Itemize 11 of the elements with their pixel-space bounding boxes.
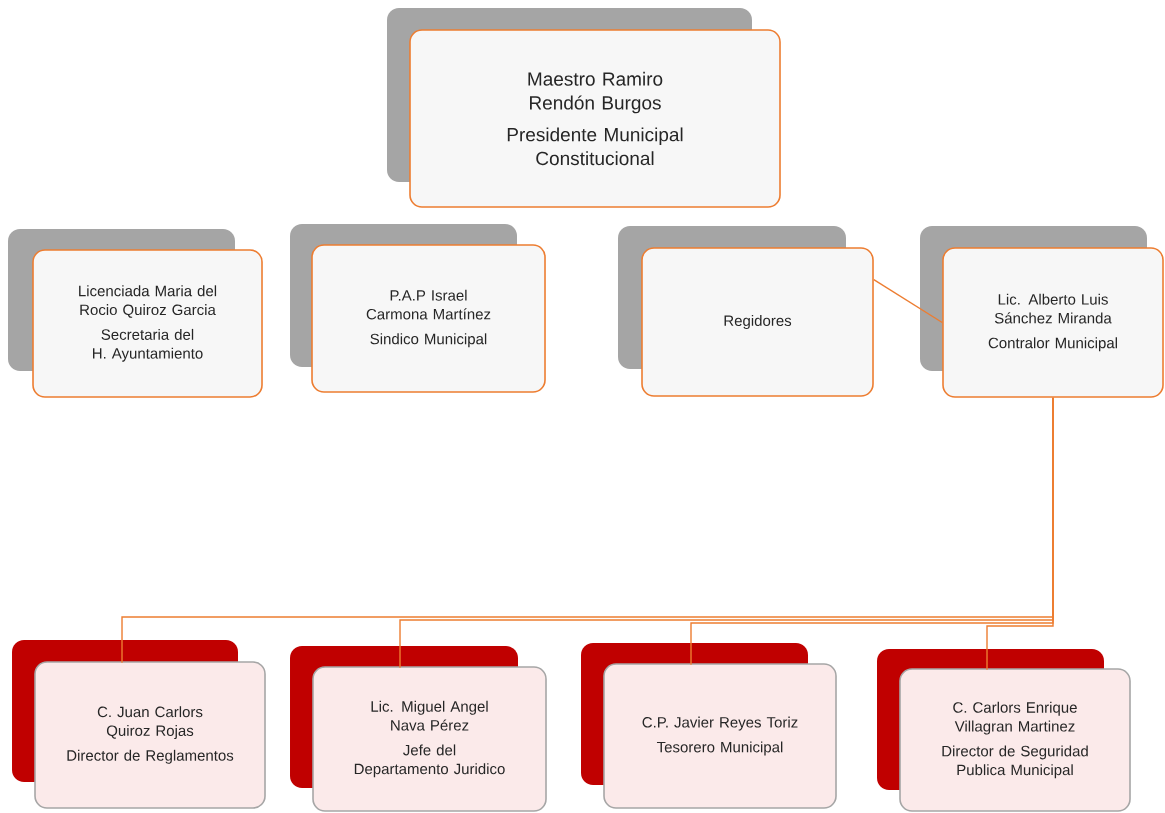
connector-line [873,278,943,324]
org-box: Regidores [641,247,874,397]
org-box: C.P. Javier Reyes Toriz Tesorero Municipal [603,663,837,809]
connector-line [986,397,1054,671]
org-box: P.A.P Israel Carmona Martínez Sindico Municipal [311,244,546,393]
org-box: Lic. Miguel Angel Nava Pérez Jefe del Departamento Juridico [312,666,547,812]
org-box: C. Carlors Enrique Villagran Martinez Director de Seguridad Publica Municipal [899,668,1131,812]
org-box: C. Juan Carlors Quiroz Rojas Director de Reglamentos [34,661,266,809]
org-box: Maestro Ramiro Rendón Burgos Presidente Municipal Constitucional [409,29,781,208]
org-box: Licenciada Maria del Rocio Quiroz Garcia Secretaria del H. Ayuntamiento [32,249,263,398]
org-box: Lic. Alberto Luis Sánchez Miranda Contralor Municipal [942,247,1164,398]
